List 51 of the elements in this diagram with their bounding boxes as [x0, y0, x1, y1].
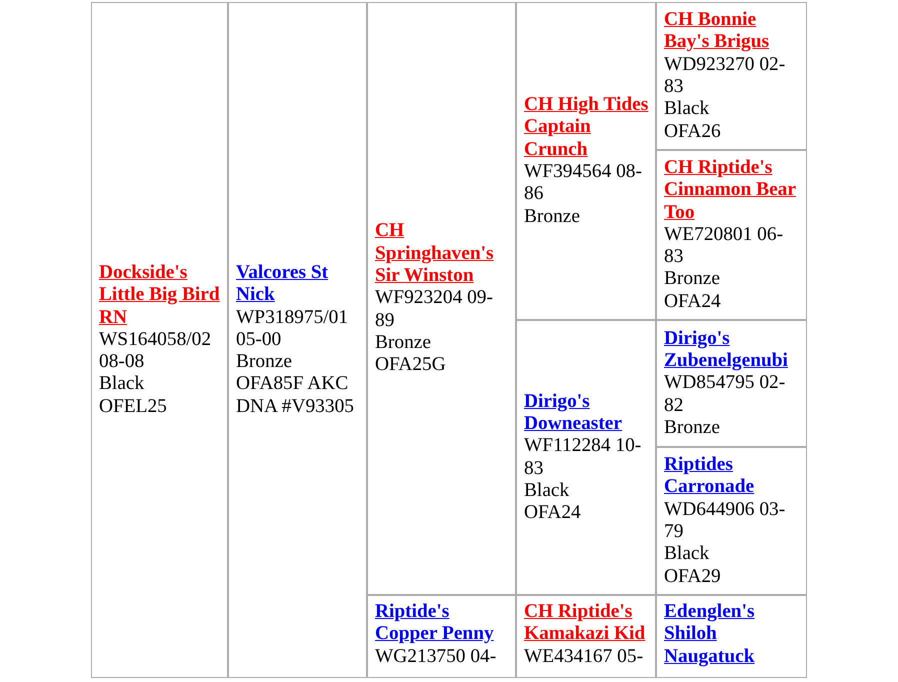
registration-number: WD854795 02-82 — [664, 372, 786, 417]
dog-name-link: CH Bonnie Bay's Brigus — [664, 9, 770, 54]
registration-number: WS164058/02 08-08 — [99, 328, 212, 374]
pedigree-cell — [228, 2, 367, 678]
registration-number: WF923204 09-89 — [375, 287, 494, 332]
registration-number: WP318975/01 05-00 — [236, 306, 350, 352]
pedigree-cell — [656, 595, 807, 678]
pedigree-cell — [516, 320, 656, 595]
registration-number: WE720801 06-83 — [664, 224, 784, 268]
coat-color: Bronze — [664, 416, 721, 440]
coat-color: Bronze — [236, 351, 293, 374]
pedigree-cell — [367, 595, 516, 678]
registration-number: WG213750 04- — [375, 646, 498, 668]
dog-name-link: CH Riptide's Cinnamon Bear Too — [664, 156, 797, 224]
pedigree-cell — [656, 2, 807, 150]
registration-number: WD923270 02-83 — [664, 54, 786, 98]
pedigree-cell — [91, 2, 228, 678]
health-certification: OFA26 — [664, 120, 722, 143]
coat-color: Bronze — [664, 268, 721, 291]
dog-name-link: Edenglen's Shiloh Naugatuck — [664, 601, 756, 668]
health-certification: OFA24 — [664, 290, 722, 314]
coat-color: Black — [664, 98, 710, 121]
pedigree-cell — [656, 447, 807, 595]
health-certification: OFA25G — [375, 354, 447, 377]
dog-name-link: Riptides Carronade — [664, 454, 756, 499]
health-certification: OFA85F AKC DNA #V93305 — [236, 373, 355, 418]
dog-name-link: Dirigo's Zubenelgenubi — [664, 328, 789, 372]
coat-color: Bronze — [524, 206, 581, 228]
pedigree-cell — [656, 320, 807, 447]
coat-color: Bronze — [375, 332, 432, 354]
pedigree-cell — [516, 2, 656, 320]
health-certification: OFEL25 — [99, 396, 168, 418]
coat-color: Black — [664, 543, 710, 566]
pedigree-cell — [656, 150, 807, 320]
dog-name-link: CH Springhaven's Sir Winston — [375, 220, 495, 288]
dog-name-link: Riptide's Copper Penny — [375, 601, 495, 646]
dog-name-link: CH Riptide's Kamakazi Kid — [524, 601, 646, 646]
dog-name-link: CH High Tides Captain Crunch — [524, 94, 650, 161]
dog-name-link: Valcores St Nick — [236, 262, 330, 307]
registration-number: WF112284 10-83 — [524, 435, 642, 480]
health-certification: OFA24 — [524, 502, 582, 524]
health-certification: OFA29 — [664, 566, 722, 588]
dog-name-link: Dockside's Little Big Bird RN — [99, 262, 221, 329]
coat-color: Black — [524, 480, 570, 502]
registration-number: WE434167 05- — [524, 646, 644, 668]
registration-number: WD644906 03-79 — [664, 498, 786, 544]
coat-color: Black — [99, 373, 146, 396]
pedigree-cell — [367, 2, 516, 595]
pedigree-cell — [516, 595, 656, 678]
registration-number: WF394564 08-86 — [524, 161, 643, 206]
dog-name-link: Dirigo's Downeaster — [524, 390, 624, 436]
